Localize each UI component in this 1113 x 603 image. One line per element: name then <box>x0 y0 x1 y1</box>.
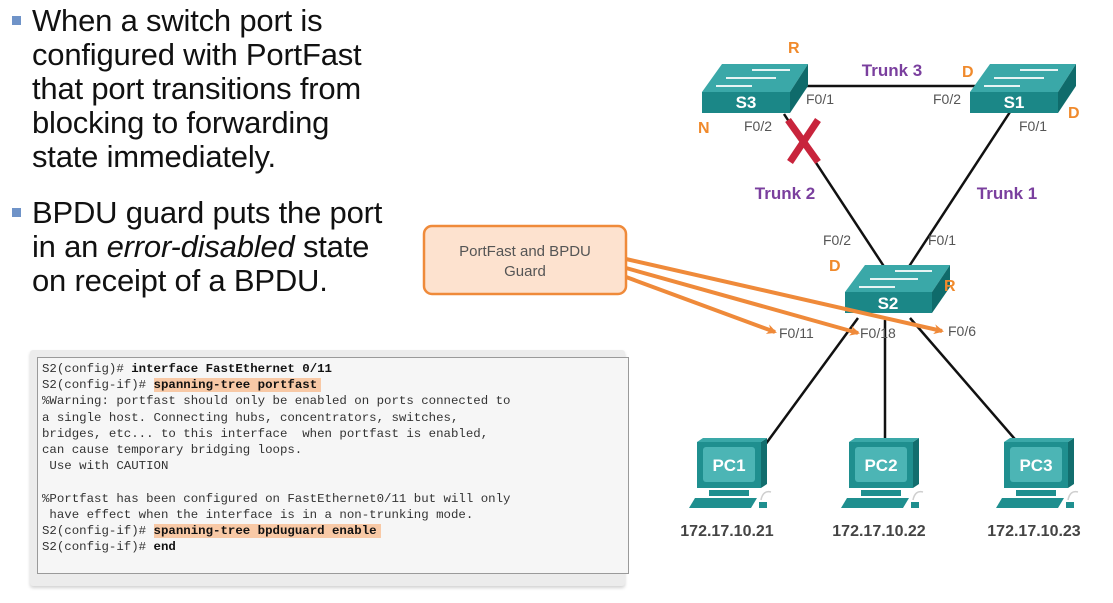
switch-label: S2 <box>878 294 899 313</box>
cli-line: a single host. Connecting hubs, concentr… <box>42 410 459 425</box>
switch-arrows-icon <box>859 270 932 288</box>
port-label: F0/6 <box>948 323 976 339</box>
port-label: F0/18 <box>860 325 896 341</box>
switch-s2[interactable]: S2 <box>845 265 950 313</box>
bullet-bpdu-guard: BPDU guard puts the port in an error-dis… <box>10 196 420 298</box>
bullet-marker-icon <box>12 208 21 217</box>
callout-text: PortFast and BPDU <box>459 243 591 260</box>
switch-label: S1 <box>1004 93 1025 112</box>
computer-icon <box>996 438 1079 508</box>
cli-prompt: S2(config)# <box>42 362 132 376</box>
cli-prompt: S2(config-if)# <box>42 524 154 539</box>
link-s2-pc1 <box>763 317 860 446</box>
bullet-line: blocking to forwarding <box>32 105 330 140</box>
cli-line: S2(config-if)# spanning-tree bpduguard e… <box>42 523 624 539</box>
pc-label: PC1 <box>712 456 745 475</box>
port-label: F0/11 <box>779 325 814 341</box>
callout-arrow-f018 <box>625 266 860 336</box>
bullet-marker-icon <box>12 16 21 25</box>
port-label: F0/2 <box>933 91 961 107</box>
callout-arrow-f06 <box>625 257 944 335</box>
port-role-label: D <box>1068 105 1080 122</box>
pc-ip-address: 172.17.10.21 <box>680 523 774 540</box>
bullet-line: BPDU guard puts the port <box>32 195 383 230</box>
cli-line: S2(config-if)# end <box>42 539 624 555</box>
pc-label: PC2 <box>864 456 897 475</box>
pc-3[interactable]: PC3 172.17.10.23 <box>987 438 1081 540</box>
cli-highlighted-command: spanning-tree portfast <box>153 378 322 393</box>
port-label: F0/2 <box>744 118 772 134</box>
bullet-portfast: When a switch port is configured with Po… <box>10 4 420 174</box>
port-label: F0/1 <box>806 91 834 107</box>
port-role-label: R <box>788 40 800 57</box>
bullet-line: When a switch port is <box>32 3 323 38</box>
port-role-label: N <box>698 120 710 137</box>
port-label: F0/1 <box>1019 118 1047 134</box>
cli-line: can cause temporary bridging loops. <box>42 443 303 458</box>
port-role-label: D <box>962 64 974 81</box>
cli-line: Use with CAUTION <box>42 459 169 474</box>
cli-line: S2(config-if)# spanning-tree portfast <box>42 377 624 393</box>
pc-1[interactable]: PC1 172.17.10.21 <box>680 438 774 540</box>
cli-command: interface FastEthernet 0/11 <box>131 362 332 376</box>
emphasis-error-disabled: error-disabled <box>106 229 295 264</box>
bullet-line: configured with PortFast <box>32 37 362 72</box>
blocked-port-x-icon <box>785 117 821 165</box>
computer-icon <box>841 438 924 508</box>
cli-line: %Portfast has been configured on FastEth… <box>42 491 511 506</box>
cli-line: have effect when the interface is in a n… <box>42 507 474 522</box>
text-span: in an <box>32 229 107 264</box>
switch-label: S3 <box>736 93 757 112</box>
cli-highlighted-command: spanning-tree bpduguard enable <box>153 524 381 539</box>
link-s2-pc3 <box>909 317 1021 446</box>
cli-line: bridges, etc... to this interface when p… <box>42 426 489 441</box>
cli-prompt: S2(config-if)# <box>42 540 154 555</box>
pc-2[interactable]: PC2 172.17.10.22 <box>832 438 926 540</box>
pc-ip-address: 172.17.10.22 <box>832 523 926 540</box>
switch-arrows-icon <box>984 69 1058 87</box>
switch-s3[interactable]: S3 <box>702 64 808 113</box>
portfast-bpdu-guard-callout: PortFast and BPDU Guard <box>422 224 628 296</box>
port-label: F0/2 <box>823 232 851 248</box>
cli-prompt: S2(config-if)# <box>42 378 154 393</box>
trunk-label: Trunk 1 <box>977 184 1037 203</box>
bullet-list: When a switch port is configured with Po… <box>10 4 420 320</box>
port-role-label: D <box>829 258 841 275</box>
callout-arrow-f011 <box>625 275 777 334</box>
bullet-line: on receipt of a BPDU. <box>32 263 328 298</box>
cli-command: end <box>153 540 176 555</box>
trunk-label: Trunk 2 <box>755 184 815 203</box>
cli-line: %Warning: portfast should only be enable… <box>42 394 511 409</box>
computer-icon <box>689 438 772 508</box>
cli-line: S2(config)# interface FastEthernet 0/11 <box>42 361 624 377</box>
link-trunk1 <box>906 111 1012 269</box>
bullet-line: in an error-disabled state <box>32 230 420 264</box>
pc-ip-address: 172.17.10.23 <box>987 523 1081 540</box>
port-label: F0/1 <box>928 232 956 248</box>
switch-arrows-icon <box>716 69 790 87</box>
callout-text: Guard <box>504 263 546 280</box>
switch-s1[interactable]: S1 <box>970 64 1076 113</box>
bullet-line: that port transitions from <box>32 71 362 106</box>
port-role-label: R <box>944 278 956 295</box>
trunk-label: Trunk 3 <box>862 61 922 80</box>
bullet-line: state immediately. <box>32 139 276 174</box>
text-span: state <box>294 229 370 264</box>
pc-label: PC3 <box>1019 456 1052 475</box>
